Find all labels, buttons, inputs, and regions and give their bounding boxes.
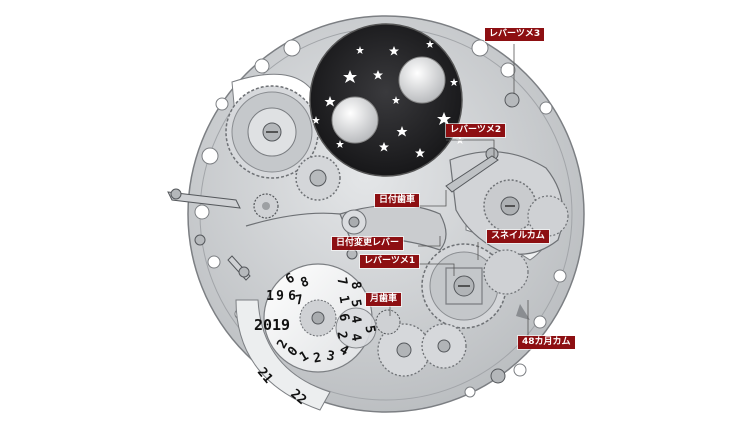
disc-number-right: 4 <box>347 314 363 324</box>
lower-gears <box>375 309 506 384</box>
disc-number-lower: 3 <box>325 348 335 364</box>
disc-number-left: 1 <box>266 289 274 304</box>
disc-number-lower: 2 <box>312 350 322 366</box>
disc-number-right: 2 <box>333 330 349 340</box>
disc-number-right: 1 <box>335 294 351 304</box>
disc-number-right: 7 <box>333 276 349 286</box>
leader-lines <box>389 44 529 338</box>
label-48-month-cam: 48カ月カム <box>518 336 575 349</box>
label-month-wheel: 月歯車 <box>366 293 402 306</box>
disc-number-right: 8 <box>347 280 363 290</box>
large-gear-upper-left <box>225 85 319 179</box>
moon-phase-disc <box>309 23 464 177</box>
star-icons <box>312 40 464 158</box>
disc-number-left: 6 <box>288 289 296 304</box>
disc-number-right: 6 <box>335 312 351 322</box>
screw-icons <box>194 92 520 278</box>
disc-number-left: 7 <box>294 292 304 308</box>
cam-48-month <box>483 249 530 320</box>
label-date-wheel: 日付歯車 <box>375 194 420 207</box>
central-gear <box>421 243 507 329</box>
label-date-change-lever: 日付変更レバー <box>332 237 404 250</box>
label-lever-pawl-1: レバーツメ1 <box>360 255 420 268</box>
label-lever-pawl-2: レバーツメ2 <box>446 124 506 137</box>
disc-number-right: 5 <box>361 324 377 334</box>
gear-right-of-large <box>295 155 341 201</box>
label-snail-cam: スネイルカム <box>487 230 549 243</box>
snail-cam-assembly <box>445 147 569 255</box>
disc-number-left: 9 <box>276 289 284 304</box>
year-number: 2019 <box>254 316 290 334</box>
small-star-wheel <box>253 193 279 219</box>
disc-number-right: 4 <box>347 332 363 342</box>
disc-number-right: 5 <box>347 298 363 308</box>
label-lever-pawl-3: レバーツメ3 <box>485 28 545 41</box>
